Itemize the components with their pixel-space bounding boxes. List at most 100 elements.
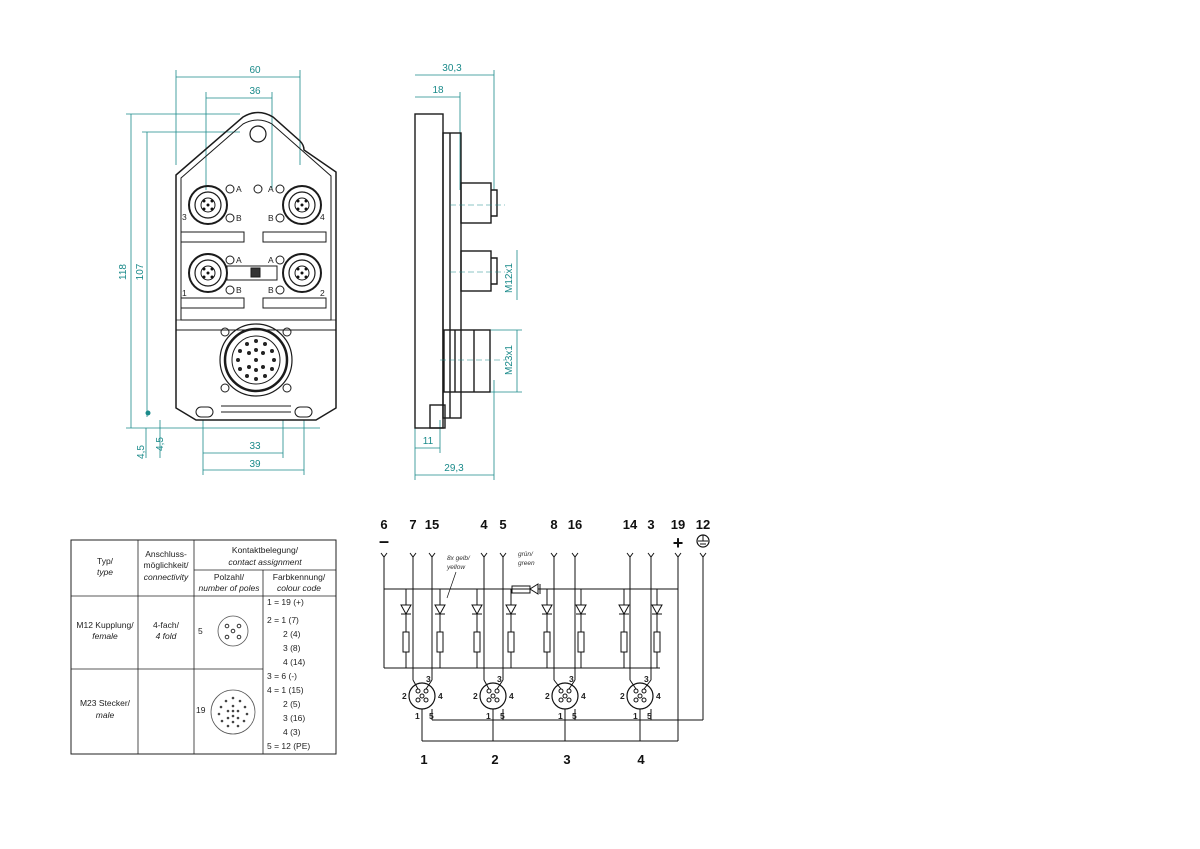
header-type: Typ/ bbox=[97, 556, 114, 566]
header-colour: Farbkennung/ bbox=[273, 572, 326, 582]
header-connectivity-en: connectivity bbox=[144, 572, 189, 582]
port-number-2: 2 bbox=[320, 288, 325, 298]
top-pin-4: 4 bbox=[480, 517, 488, 532]
row2-type: M23 Stecker/ bbox=[80, 698, 131, 708]
dim-width-39: 39 bbox=[249, 459, 261, 470]
dim-depth-18: 18 bbox=[432, 85, 444, 96]
colour-code-line: 2 = 1 (7) bbox=[267, 615, 299, 625]
header-type-en: type bbox=[97, 567, 113, 577]
socket-pin-label: 3 bbox=[497, 674, 502, 684]
socket-pin-label: 4 bbox=[656, 691, 661, 701]
port-label-2: 2 bbox=[491, 752, 498, 767]
header-poles: Polzahl/ bbox=[214, 572, 245, 582]
colour-code-line: 3 (16) bbox=[283, 713, 305, 723]
contact-table: Typ/ type Anschluss- möglichkeit/ connec… bbox=[70, 539, 337, 755]
top-pin-3: 3 bbox=[647, 517, 654, 532]
socket-pin-label: 5 bbox=[429, 711, 434, 721]
socket-pin-label: 4 bbox=[581, 691, 586, 701]
row1-poles: 5 bbox=[198, 626, 203, 636]
socket-pin-label: 5 bbox=[647, 711, 652, 721]
dim-offset-4-5-a: 4,5 bbox=[136, 445, 147, 459]
row1-type: M12 Kupplung/ bbox=[76, 620, 134, 630]
led-label-b: B bbox=[236, 285, 242, 295]
note-yellow: 8x gelb/ bbox=[447, 555, 471, 562]
m12-pole-diagram bbox=[217, 615, 249, 647]
colour-code-line: 3 = 6 (-) bbox=[267, 671, 297, 681]
socket-pin-label: 1 bbox=[558, 711, 563, 721]
circuit-diagram: 6 7 15 4 5 8 16 14 3 19 12 – + bbox=[379, 517, 710, 767]
dim-depth-30-3: 30,3 bbox=[442, 63, 462, 74]
m23-connector bbox=[219, 323, 293, 397]
colour-code-line: 2 (4) bbox=[283, 629, 301, 639]
top-pin-8: 8 bbox=[550, 517, 557, 532]
colour-code-line: 2 (5) bbox=[283, 699, 301, 709]
socket-4 bbox=[626, 682, 654, 710]
side-view: 30,3 18 11 29,3 M12x1 M23x1 bbox=[414, 63, 522, 480]
row2-poles: 19 bbox=[196, 705, 206, 715]
led-label-b: B bbox=[236, 213, 242, 223]
plus-symbol: + bbox=[673, 533, 684, 553]
led-label-a: A bbox=[236, 184, 242, 194]
dim-thread-m12: M12x1 bbox=[504, 263, 515, 293]
socket-pin-label: 2 bbox=[473, 691, 478, 701]
socket-pin-label: 2 bbox=[620, 691, 625, 701]
row1-type-en: female bbox=[92, 631, 118, 641]
top-pin-15: 15 bbox=[425, 517, 439, 532]
header-contact: Kontaktbelegung/ bbox=[232, 545, 299, 555]
m12-socket-3 bbox=[188, 185, 228, 225]
port-number-1: 1 bbox=[182, 288, 187, 298]
port-label-1: 1 bbox=[420, 752, 427, 767]
top-pin-16: 16 bbox=[568, 517, 582, 532]
led-label-b: B bbox=[268, 213, 274, 223]
socket-pin-label: 2 bbox=[402, 691, 407, 701]
front-view: 60 36 118 107 33 39 4,5 4,5 bbox=[118, 65, 337, 475]
socket-pin-label: 1 bbox=[486, 711, 491, 721]
port-label-4: 4 bbox=[637, 752, 645, 767]
led-label-b: B bbox=[268, 285, 274, 295]
top-pin-12: 12 bbox=[696, 517, 710, 532]
socket-1 bbox=[408, 682, 436, 710]
port-label-3: 3 bbox=[563, 752, 570, 767]
socket-pin-label: 1 bbox=[633, 711, 638, 721]
header-colour-en: colour code bbox=[277, 583, 321, 593]
socket-pin-label: 2 bbox=[545, 691, 550, 701]
top-pin-5: 5 bbox=[499, 517, 506, 532]
colour-code-line: 4 (3) bbox=[283, 727, 301, 737]
led-label-a: A bbox=[268, 255, 274, 265]
top-pin-7: 7 bbox=[409, 517, 416, 532]
colour-code-line: 4 = 1 (15) bbox=[267, 685, 304, 695]
socket-pin-label: 5 bbox=[500, 711, 505, 721]
dim-height-118: 118 bbox=[118, 264, 129, 280]
dim-offset-4-5-b: 4,5 bbox=[155, 437, 166, 451]
row1-connectivity: 4-fach/ bbox=[153, 620, 180, 630]
earth-ground-icon bbox=[696, 534, 710, 548]
m23-pole-diagram bbox=[210, 689, 256, 735]
port-number-4: 4 bbox=[320, 212, 325, 222]
note-yellow-en: yellow bbox=[446, 564, 466, 571]
colour-code-line: 3 (8) bbox=[283, 643, 301, 653]
dim-thread-m23: M23x1 bbox=[504, 345, 515, 375]
port-number-3: 3 bbox=[182, 212, 187, 222]
header-connectivity-2: möglichkeit/ bbox=[144, 560, 190, 570]
dim-width-33: 33 bbox=[249, 441, 261, 452]
m12-socket-2 bbox=[282, 253, 322, 293]
top-pin-6: 6 bbox=[380, 517, 387, 532]
socket-pin-label: 3 bbox=[569, 674, 574, 684]
header-connectivity-1: Anschluss- bbox=[145, 549, 187, 559]
socket-pin-label: 3 bbox=[644, 674, 649, 684]
minus-symbol: – bbox=[379, 531, 389, 551]
socket-3 bbox=[551, 682, 579, 710]
led-label-a: A bbox=[268, 184, 274, 194]
note-green-en: green bbox=[518, 560, 535, 567]
socket-2 bbox=[479, 682, 507, 710]
socket-pin-label: 3 bbox=[426, 674, 431, 684]
colour-code-line: 4 (14) bbox=[283, 657, 305, 667]
dim-depth-29-3: 29,3 bbox=[444, 463, 464, 474]
socket-pin-label: 5 bbox=[572, 711, 577, 721]
m12-socket-4 bbox=[282, 185, 322, 225]
dim-width-36: 36 bbox=[249, 86, 261, 97]
note-green: grün/ bbox=[518, 551, 534, 558]
led-label-a: A bbox=[236, 255, 242, 265]
dim-depth-11: 11 bbox=[423, 436, 434, 447]
